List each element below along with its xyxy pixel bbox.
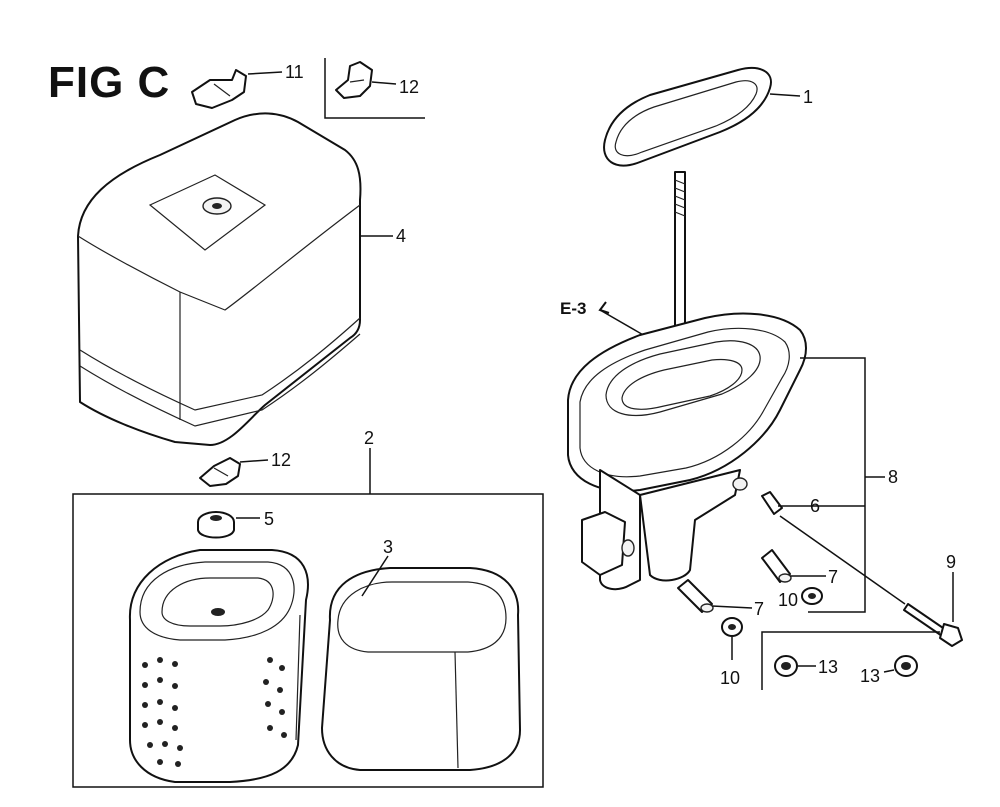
figure-title: FIG C (48, 58, 171, 107)
part-7-collar-upper (761, 549, 792, 583)
part-10-nut-right (801, 587, 823, 605)
part-2-filter-element (128, 549, 309, 783)
part-6-pin (761, 491, 783, 515)
callout-6: 6 (810, 496, 820, 516)
part-9-bolt (903, 603, 963, 647)
leader-1 (769, 93, 801, 97)
part-8-air-cleaner-case (567, 312, 807, 591)
leader-7-lower (711, 605, 753, 609)
leader-12-lower (239, 459, 269, 463)
leader-12-top (371, 81, 397, 85)
callout-10-right: 10 (778, 590, 798, 610)
callout-12-lower: 12 (271, 450, 291, 470)
leader-bolt-axis (779, 515, 906, 605)
callout-4: 4 (396, 226, 406, 246)
reference-e3: E-3 (560, 299, 586, 318)
part-4-air-cleaner-cover (77, 112, 362, 446)
part-10-nut-lower (721, 617, 743, 637)
callout-8: 8 (888, 467, 898, 487)
part-13-nut-left (774, 655, 798, 677)
callout-1: 1 (803, 87, 813, 107)
callout-13-right: 13 (860, 666, 880, 686)
callout-7-upper: 7 (828, 567, 838, 587)
leader-3 (361, 555, 389, 597)
leader-11 (247, 71, 283, 75)
part-11-wing-nut (191, 69, 247, 109)
part-5-grommet (197, 511, 235, 539)
bracket-12-top (324, 58, 425, 119)
bracket-13 (761, 631, 940, 690)
callout-5: 5 (264, 509, 274, 529)
callout-3: 3 (383, 537, 393, 557)
part-13-nut-right (894, 655, 918, 677)
bracket-8 (800, 357, 866, 613)
callout-7-lower: 7 (754, 599, 764, 619)
part-12-wing-nut-lower (199, 457, 241, 487)
callout-12-top: 12 (399, 77, 419, 97)
part-3-foam-precleaner (321, 567, 521, 771)
callout-9: 9 (946, 552, 956, 572)
bracket-2-box (72, 493, 544, 788)
arrow-e3 (598, 301, 610, 314)
leader-13-right (883, 669, 895, 673)
callout-11: 11 (285, 62, 304, 82)
callout-13-left: 13 (818, 657, 838, 677)
callout-10-lower: 10 (720, 668, 740, 688)
part-1-gasket (603, 67, 772, 167)
part-12-wing-nut-top (335, 61, 373, 99)
perforation-holes (142, 657, 287, 767)
callout-2: 2 (364, 428, 374, 448)
part-7-collar-lower (677, 579, 714, 613)
